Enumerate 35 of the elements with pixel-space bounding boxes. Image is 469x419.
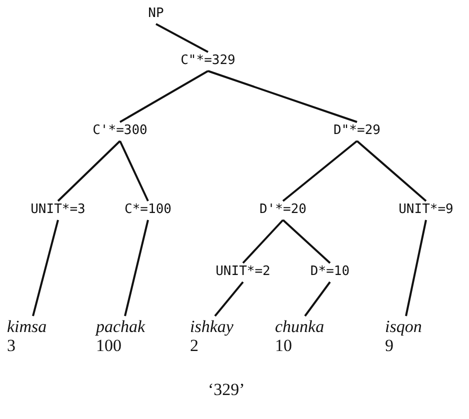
tree-branch: [124, 220, 149, 316]
tree-branch: [120, 70, 208, 123]
category-label: UNIT*=2: [216, 264, 270, 280]
word-text: pachak: [96, 317, 146, 336]
tree-branch: [57, 140, 121, 202]
category-label: UNIT*=3: [30, 202, 86, 218]
tree-branch: [242, 219, 284, 264]
tree-branch: [208, 70, 358, 123]
tree-branch: [356, 140, 427, 202]
category-label: UNIT*=9: [398, 202, 454, 218]
tree-branch: [156, 23, 208, 53]
tree-branch: [214, 281, 244, 317]
word-value: 100: [96, 336, 122, 355]
word-text: ishkay: [190, 317, 234, 336]
category-label: D"*=29: [334, 123, 380, 139]
category-label: D*=10: [310, 264, 350, 280]
tree-branch: [304, 281, 331, 317]
tree-branch: [119, 140, 149, 202]
word-text: isqon: [385, 317, 422, 336]
tree-branch: [282, 219, 331, 264]
word-value: 3: [7, 336, 16, 355]
category-label: NP: [148, 6, 164, 22]
category-label: C'*=300: [92, 123, 148, 139]
tree-branch: [405, 220, 427, 316]
word-value: 9: [385, 336, 394, 355]
word-text: kimsa: [7, 317, 47, 336]
word-value: 2: [190, 336, 200, 355]
category-label: C*=100: [124, 202, 172, 218]
category-label: C"*=329: [180, 53, 236, 69]
tree-branch: [282, 140, 358, 202]
total-value: ‘329’: [208, 380, 245, 400]
tree-branch: [32, 220, 59, 316]
category-label: D'*=20: [260, 202, 306, 218]
word-text: chunka: [275, 317, 324, 336]
word-value: 10: [275, 336, 293, 355]
